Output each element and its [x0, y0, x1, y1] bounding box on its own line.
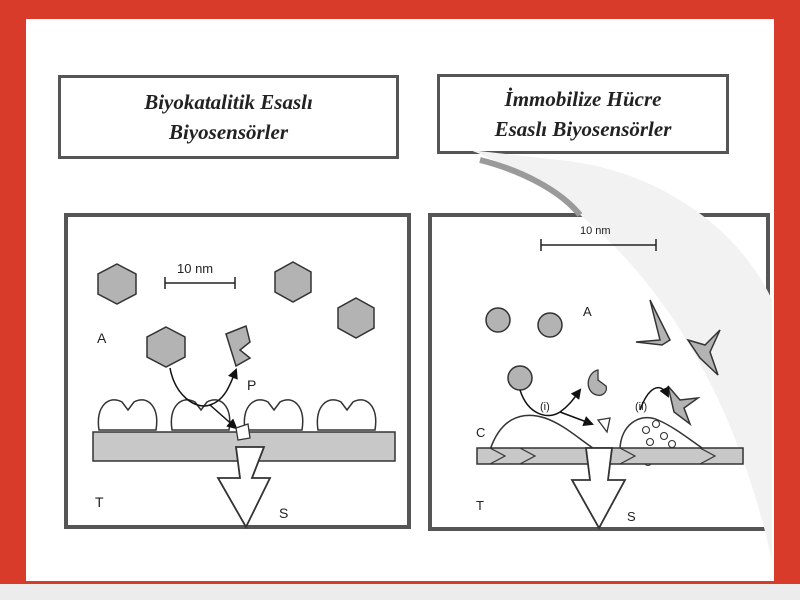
left-label-s: S	[279, 505, 288, 521]
analyte-circle	[507, 365, 533, 391]
substrate-anchors	[489, 447, 717, 465]
analyte-star	[635, 299, 671, 346]
analyte-circle	[537, 312, 563, 338]
left-label-a: A	[97, 330, 107, 346]
right-scale-bar	[540, 239, 657, 251]
enzyme-shape	[97, 399, 158, 431]
enzyme-shape	[316, 399, 377, 431]
signal-arrow-down	[570, 447, 627, 530]
right-label-i: (i)	[540, 401, 550, 413]
reaction-arrow-ii	[639, 386, 669, 411]
reaction-arrow-i	[519, 388, 582, 417]
background-swoosh	[470, 150, 772, 560]
product-crescent	[587, 369, 608, 396]
product-fragment	[225, 324, 252, 368]
product-triangle-small	[596, 417, 611, 434]
swoosh-line	[479, 157, 583, 217]
reaction-arrow	[169, 367, 238, 407]
analyte-star	[667, 385, 701, 427]
analyte-hexagon	[337, 297, 375, 339]
reaction-arrow-i-down	[559, 411, 594, 426]
right-label-s: S	[627, 509, 636, 524]
product-fragment-small	[235, 423, 251, 441]
analyte-circle	[485, 307, 511, 333]
left-label-p: P	[247, 377, 256, 393]
signal-arrow-down	[216, 446, 272, 529]
analyte-hexagon	[146, 326, 186, 368]
reaction-arrow-down	[209, 404, 238, 430]
title-biocatalytic-biosensors: Biyokatalitik Esaslı Biyosensörler	[58, 75, 399, 159]
bottom-strip	[0, 584, 800, 600]
left-scale-bar	[164, 277, 236, 289]
enzyme-shape	[243, 399, 304, 431]
title-immobilized-cell-biosensors: İmmobilize Hücre Esaslı Biyosensörler	[437, 74, 729, 154]
analyte-hexagon	[97, 263, 137, 305]
right-label-a: A	[583, 304, 592, 319]
right-label-c: C	[476, 425, 485, 440]
cell-shape	[488, 414, 599, 451]
left-scale-label: 10 nm	[177, 261, 213, 276]
left-label-t: T	[95, 494, 104, 510]
analyte-hexagon	[274, 261, 312, 303]
right-scale-label: 10 nm	[580, 225, 611, 237]
analyte-star	[686, 329, 721, 376]
right-label-t: T	[476, 498, 484, 513]
